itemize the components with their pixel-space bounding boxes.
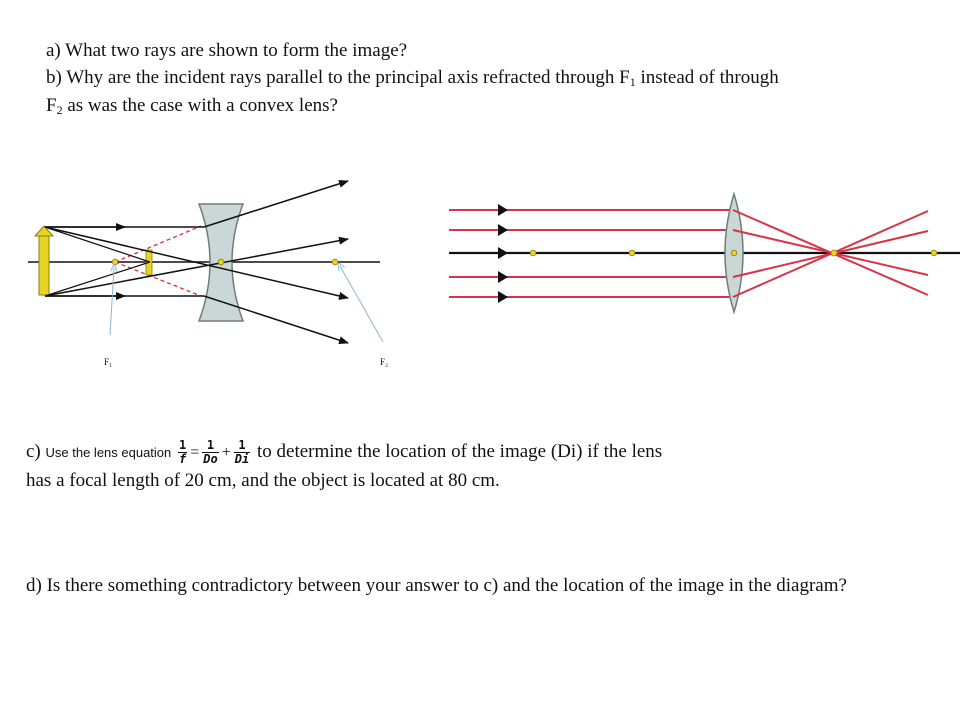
pointer-f1	[109, 268, 114, 336]
chief-ray-1	[44, 226, 349, 300]
focal-point-f2	[331, 258, 339, 266]
question-b-text-3: F	[46, 95, 57, 116]
dashed-extension-bottom	[114, 261, 202, 297]
question-b-sub-1: 1	[629, 75, 636, 89]
question-c-line-2: has a focal length of 20 cm, and the obj…	[26, 470, 500, 491]
refracted-ray-2	[732, 229, 929, 276]
convex-lens-center	[730, 249, 738, 257]
question-d: d) Is there something contradictory betw…	[26, 575, 847, 596]
plus-sign: +	[221, 443, 231, 461]
question-b-sub-2: 2	[56, 103, 63, 117]
focal-point-2f-right	[930, 249, 938, 257]
convex-lens-diagram	[449, 191, 960, 315]
ray-to-f1	[44, 226, 151, 263]
question-c-small-text: Use the lens equation	[45, 445, 172, 460]
question-c-suffix: to determine the location of the image (…	[256, 441, 663, 462]
dashed-extension-top	[114, 225, 202, 263]
label-f1: F₁	[104, 357, 112, 367]
pointer-f2	[340, 266, 384, 343]
chief-ray-2	[44, 236, 349, 297]
refracted-ray-down	[203, 295, 349, 345]
focal-point-2f-left	[529, 249, 537, 257]
focal-point-f1	[111, 258, 119, 266]
focal-point-f-left	[628, 249, 636, 257]
refracted-ray-4	[732, 210, 929, 298]
question-b-text-1: b) Why are the incident rays parallel to…	[46, 67, 630, 88]
lens-diagrams: F₁ F₂	[28, 179, 960, 367]
direction-arrows	[498, 204, 508, 303]
equals-sign: =	[190, 443, 200, 461]
concave-lens-diagram: F₁ F₂	[28, 179, 388, 367]
focal-point-f-right	[830, 249, 838, 257]
refracted-ray-up	[203, 179, 349, 228]
question-b-text-4: as was the case with a convex lens?	[62, 95, 338, 116]
question-a: a) What two rays are shown to form the i…	[46, 40, 408, 61]
object-arrow-shaft	[38, 233, 50, 296]
question-b-text-2: instead of through	[635, 67, 779, 88]
object-arrow-head	[33, 225, 55, 237]
label-f2: F₂	[380, 357, 388, 367]
lens-center-point	[217, 258, 225, 266]
question-b: b) Why are the incident rays parallel to…	[46, 66, 946, 122]
question-c-prefix: c)	[26, 441, 41, 462]
ray-from-f1	[44, 261, 151, 297]
